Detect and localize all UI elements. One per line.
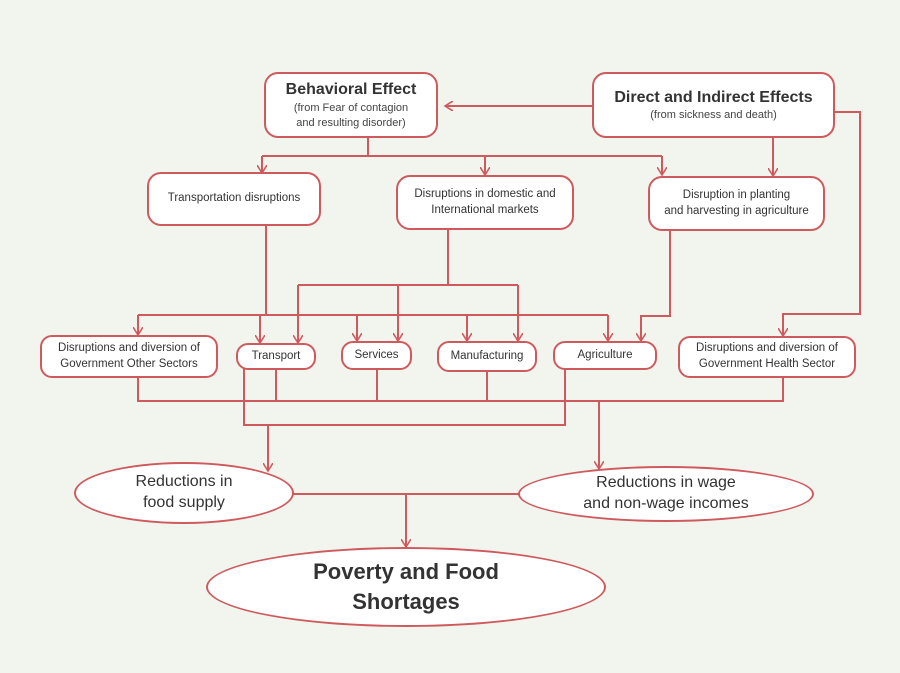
planting-harvesting-box: Disruption in planting and harvesting in…: [648, 176, 825, 231]
agriculture-label: Agriculture: [577, 348, 633, 361]
connector-direct-to-gov-health: [783, 111, 861, 335]
gov-other-sectors-box: Disruptions and diversion of Government …: [40, 335, 218, 378]
direct-indirect-effects-sub: (from sickness and death): [650, 109, 777, 122]
incomes-oval: Reductions in wage and non-wage incomes: [518, 466, 814, 522]
gov-health-line2: Government Health Sector: [698, 358, 836, 370]
agriculture-box: Agriculture: [553, 341, 657, 370]
behavioral-effect-title: Behavioral Effect: [285, 81, 417, 99]
direct-indirect-effects-title: Direct and Indirect Effects: [614, 88, 813, 106]
planting-line2: and harvesting in agriculture: [664, 204, 809, 217]
markets-line1: Disruptions in domestic and: [414, 187, 556, 200]
markets-disruption-box: Disruptions in domestic and Internationa…: [396, 175, 574, 230]
gov-other-line2: Government Other Sectors: [60, 357, 198, 370]
behavioral-effect-box: Behavioral Effect (from Fear of contagio…: [264, 72, 438, 138]
planting-line1: Disruption in planting: [682, 188, 791, 201]
gov-health-line1: Disruptions and diversion of: [696, 342, 838, 355]
manufacturing-label: Manufacturing: [450, 349, 524, 362]
transport-label: Transport: [251, 349, 301, 362]
poverty-oval: Poverty and Food Shortages: [206, 547, 606, 627]
poverty-line1: Poverty and Food: [313, 559, 499, 585]
transport-box: Transport: [236, 343, 316, 370]
connector-planting-to-agriculture: [641, 231, 671, 340]
food-supply-oval: Reductions in food supply: [74, 462, 294, 524]
food-supply-line2: food supply: [143, 494, 225, 511]
behavioral-effect-sub1: (from Fear of contagion: [293, 101, 409, 114]
incomes-line1: Reductions in wage: [596, 474, 736, 492]
manufacturing-box: Manufacturing: [437, 341, 537, 372]
direct-indirect-effects-box: Direct and Indirect Effects (from sickne…: [592, 72, 835, 138]
gov-other-line1: Disruptions and diversion of: [58, 341, 200, 354]
markets-line2: International markets: [431, 203, 539, 216]
transportation-disruptions-box: Transportation disruptions: [147, 172, 321, 226]
incomes-line2: and non-wage incomes: [583, 495, 749, 512]
connector-food-bus: [243, 368, 566, 426]
poverty-line2: Shortages: [352, 589, 460, 614]
services-box: Services: [341, 341, 412, 370]
gov-health-sector-box: Disruptions and diversion of Government …: [678, 336, 856, 378]
transportation-disruptions-label: Transportation disruptions: [167, 192, 301, 205]
services-label: Services: [354, 348, 399, 361]
food-supply-line1: Reductions in: [135, 473, 233, 491]
connector-lower-bus: [137, 378, 784, 402]
behavioral-effect-sub2: and resulting disorder): [296, 116, 406, 129]
